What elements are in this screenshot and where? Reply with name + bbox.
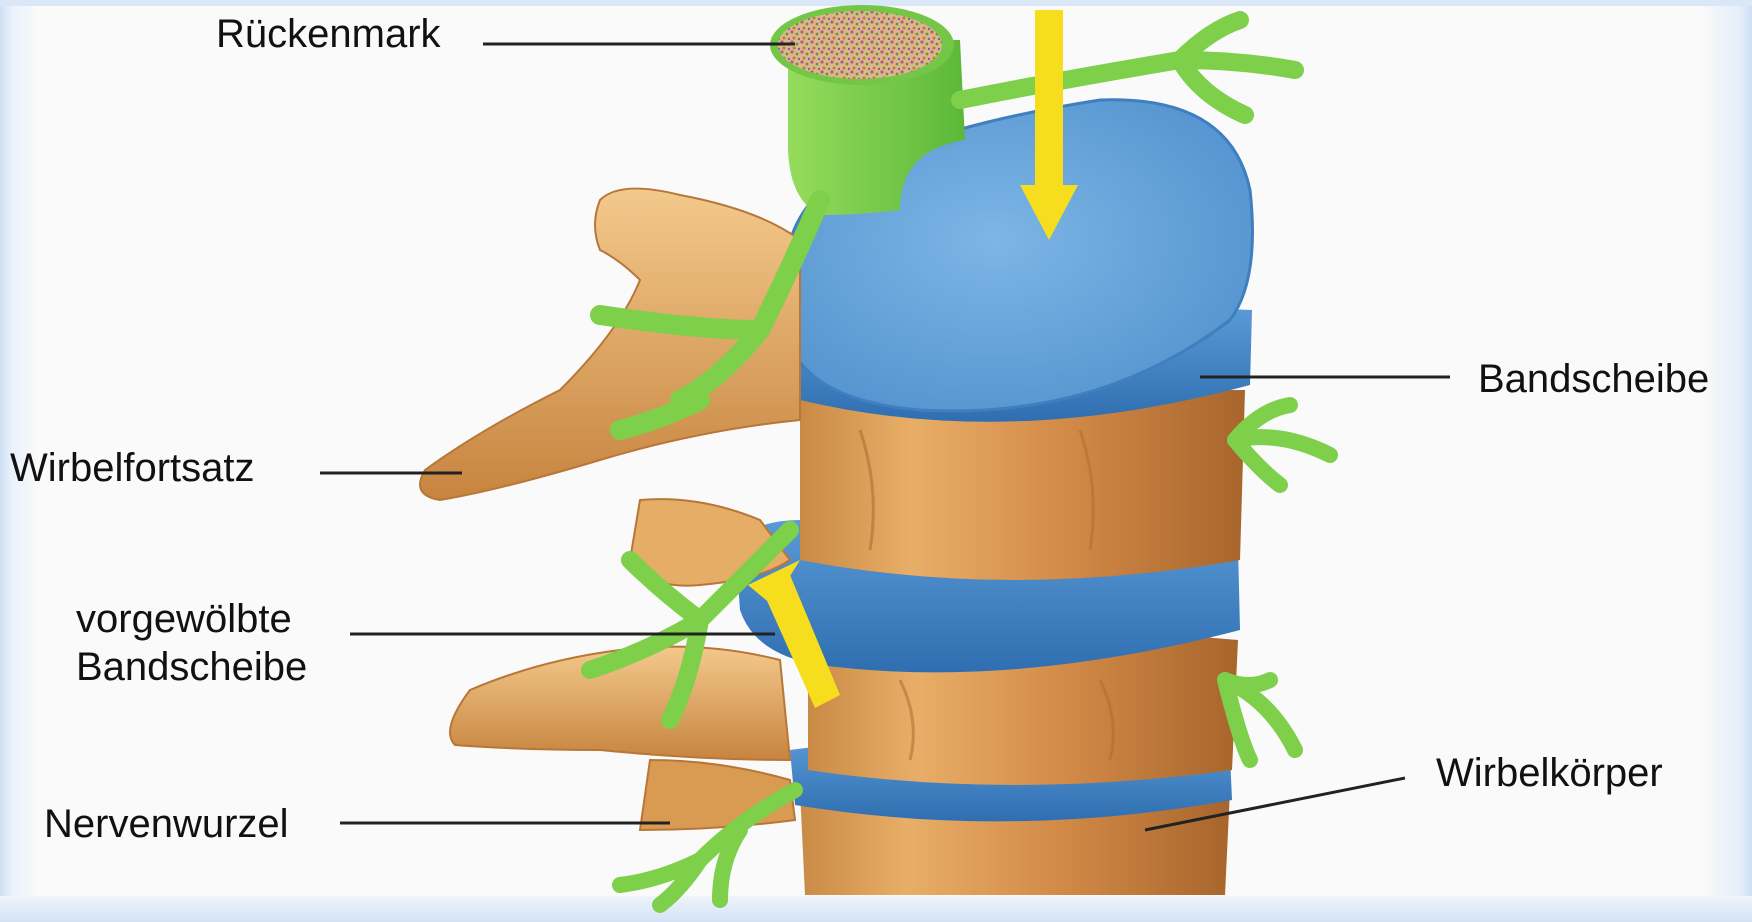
spinal-cord-cross-section — [778, 11, 942, 79]
label-vorgewoelbte-line2: Bandscheibe — [76, 643, 307, 691]
spinous-processes — [420, 189, 800, 830]
label-nervenwurzel: Nervenwurzel — [44, 800, 289, 848]
label-vorgewoelbte-line1: vorgewölbte — [76, 595, 292, 643]
label-rueckenmark: Rückenmark — [216, 10, 441, 58]
downward-arrow-shaft — [1035, 10, 1063, 200]
label-bandscheibe: Bandscheibe — [1478, 355, 1709, 403]
label-wirbelfortsatz: Wirbelfortsatz — [10, 444, 255, 492]
label-wirbelkoerper: Wirbelkörper — [1436, 749, 1663, 797]
